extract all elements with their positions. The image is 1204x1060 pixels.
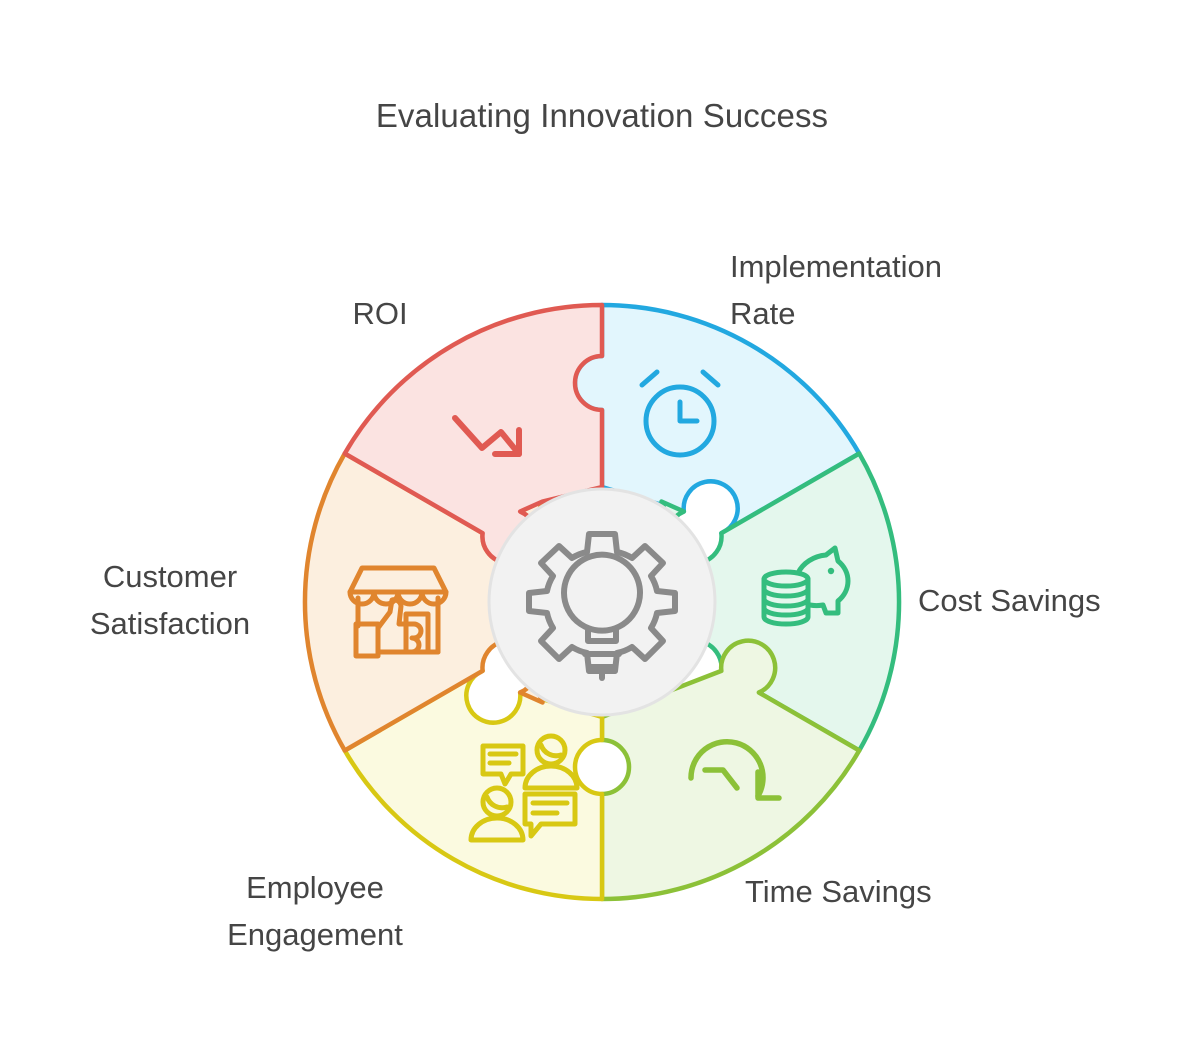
people-speech-bubbles-icon: [468, 733, 580, 843]
piggy-bank-coins-icon: [761, 545, 851, 627]
alarm-clock-icon: [639, 369, 721, 458]
label-customer-satisfaction: Customer Satisfaction: [89, 559, 251, 642]
label-implementation-rate: Implementation Rate: [730, 249, 942, 332]
label-time-savings: Time Savings: [745, 874, 932, 909]
clock-arrow-icon: [688, 739, 782, 801]
segment-employee-engagement[interactable]: [342, 668, 605, 902]
label-employee-engagement: Employee Engagement: [227, 870, 403, 953]
center-hub[interactable]: [487, 487, 717, 717]
label-cost-savings: Cost Savings: [918, 583, 1101, 618]
storefront-thumbsup-icon: [347, 565, 449, 659]
segment-employee-engagement-shape[interactable]: [342, 668, 605, 902]
label-roi: ROI: [352, 296, 408, 331]
center-hub-circle[interactable]: [487, 487, 717, 717]
segment-time-savings-shape[interactable]: [599, 638, 862, 902]
page-title: Evaluating Innovation Success: [375, 97, 829, 134]
segment-time-savings[interactable]: [599, 638, 862, 902]
trend-down-arrow-icon: [452, 415, 522, 457]
